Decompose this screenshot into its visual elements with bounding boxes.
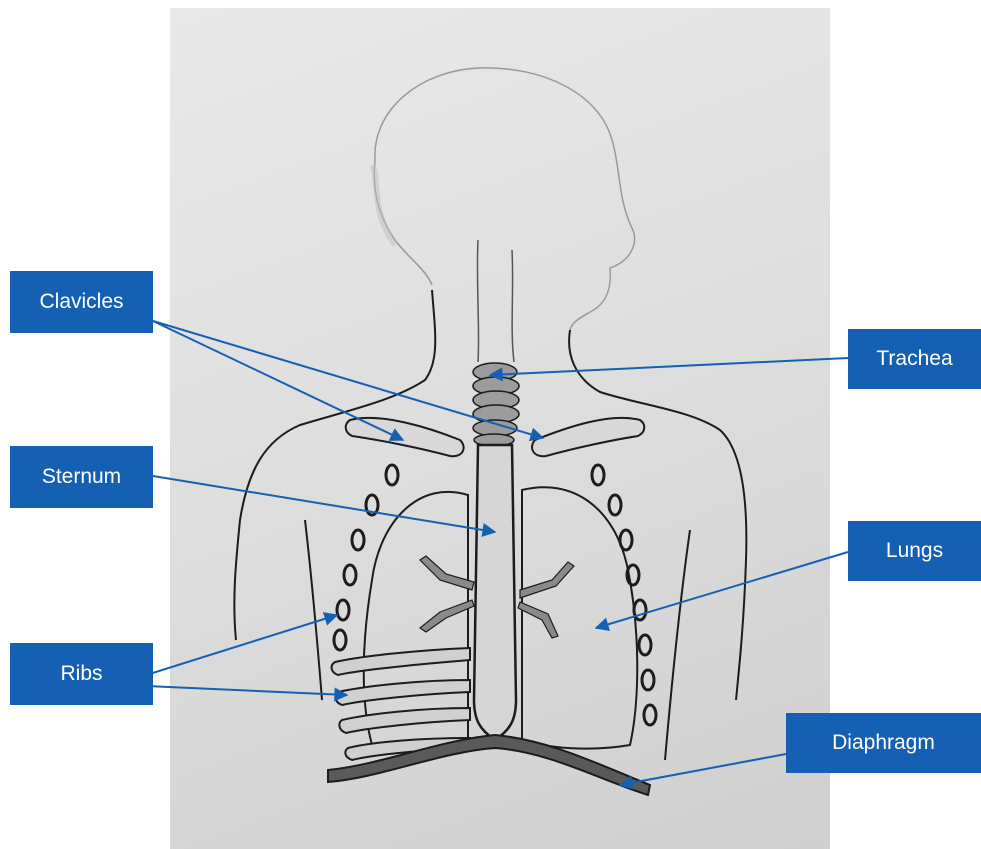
- lungs-leader: [596, 552, 848, 628]
- lungs-label: Lungs: [848, 521, 981, 581]
- ribs-label: Ribs: [10, 643, 153, 705]
- clavicles-leader-left: [153, 321, 403, 440]
- throat-lines: [477, 240, 514, 362]
- trachea-label: Trachea: [848, 329, 981, 389]
- diaphragm-label: Diaphragm: [786, 713, 981, 773]
- diaphragm-leader: [620, 754, 786, 785]
- sternum-label: Sternum: [10, 446, 153, 508]
- head-sketch: [372, 68, 635, 330]
- trachea-leader: [490, 358, 848, 375]
- ribs-leader-lower: [124, 685, 347, 695]
- sternum-leader: [153, 476, 495, 532]
- sternum-sketch: [474, 445, 516, 740]
- ribs-leader-upper: [124, 615, 337, 682]
- clavicles-label: Clavicles: [10, 271, 153, 333]
